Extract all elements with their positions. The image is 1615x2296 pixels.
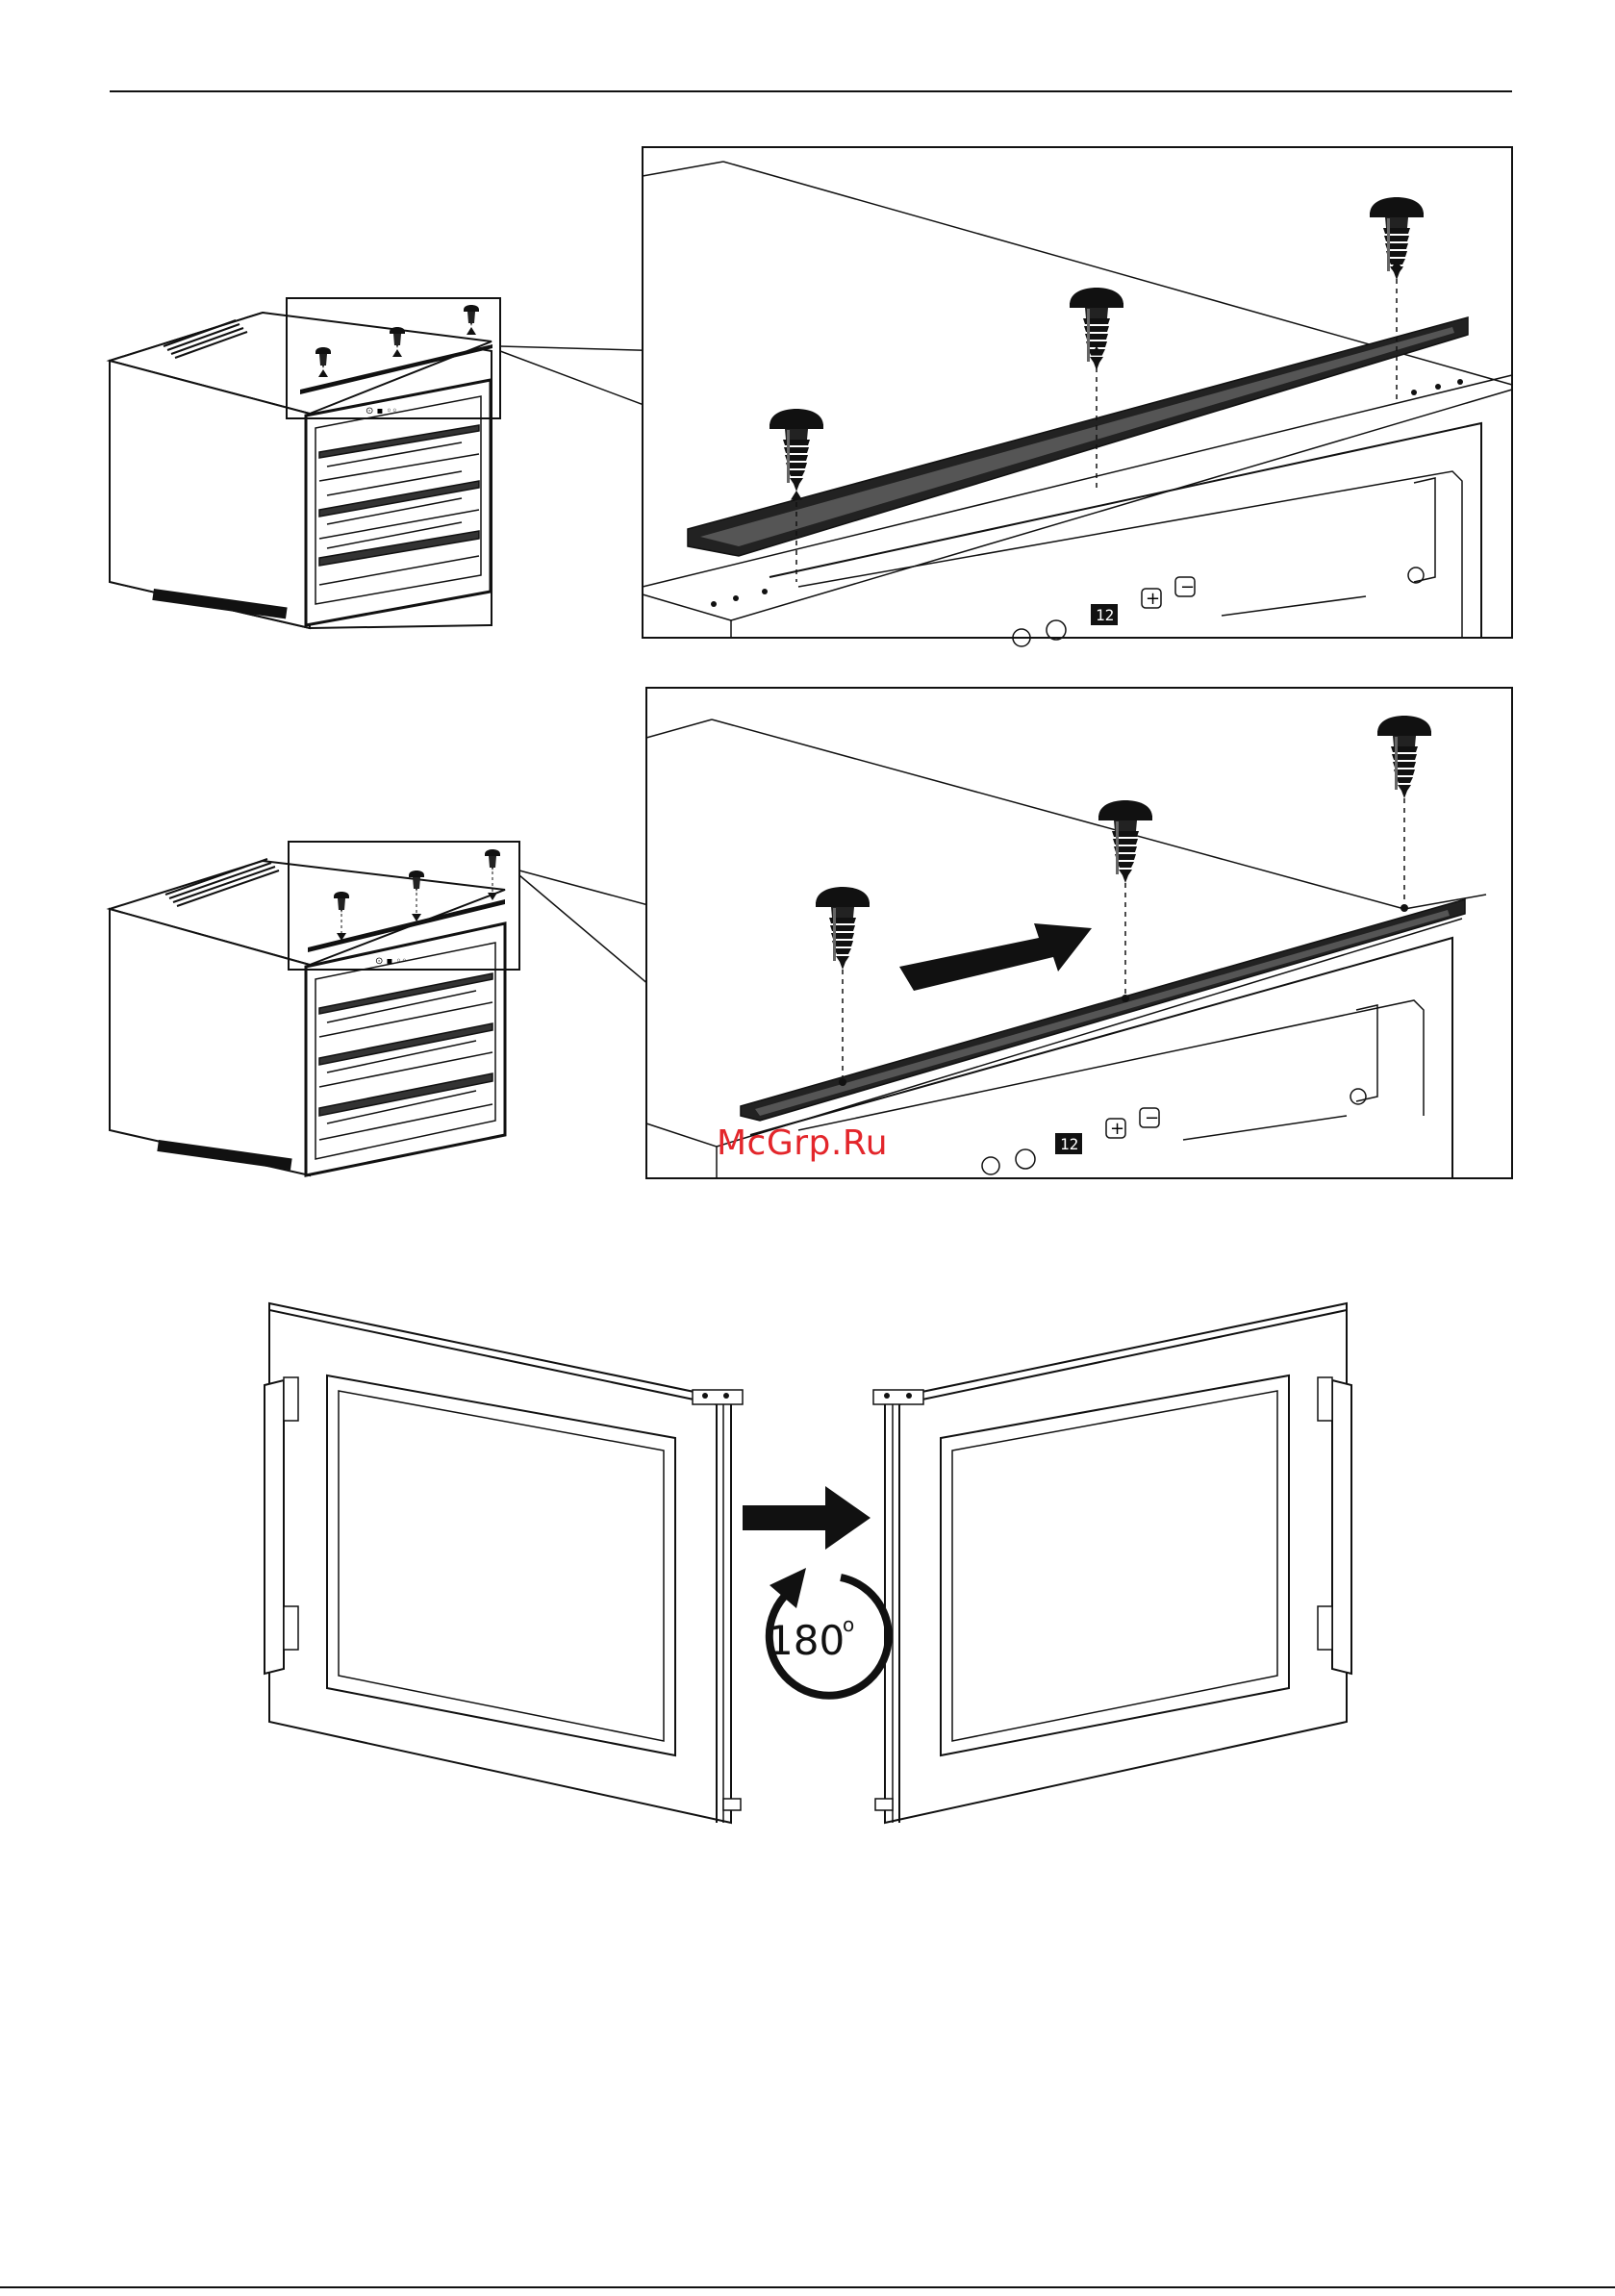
watermark: McGrp.Ru <box>717 1123 888 1163</box>
arrow-right-icon-door <box>743 1486 871 1550</box>
door-right <box>873 1303 1351 1823</box>
cabinet-small-2: ⊙ ▪ ◦◦ <box>110 842 519 1175</box>
detail-panel-1: 12 + − <box>643 147 1512 646</box>
svg-text:−: − <box>1145 1108 1159 1128</box>
temperature-display-value: 12 <box>1096 606 1114 624</box>
mini-control-panel: ⊙ ▪ ◦◦ <box>366 406 397 416</box>
cabinet-small-1: ⊙ ▪ ◦◦ <box>110 298 500 628</box>
detail-panel-2: 12 + − <box>646 688 1512 1178</box>
svg-text:+: + <box>1146 589 1160 609</box>
svg-text:+: + <box>1110 1119 1124 1139</box>
rotation-angle-degree: o <box>843 1613 854 1636</box>
rotation-angle-number: 180 <box>768 1617 845 1664</box>
door-left <box>265 1303 743 1823</box>
svg-text:−: − <box>1180 577 1195 597</box>
temperature-display-value-2: 12 <box>1060 1135 1078 1153</box>
mini-control-panel-2: ⊙ ▪ ◦◦ <box>375 956 407 967</box>
